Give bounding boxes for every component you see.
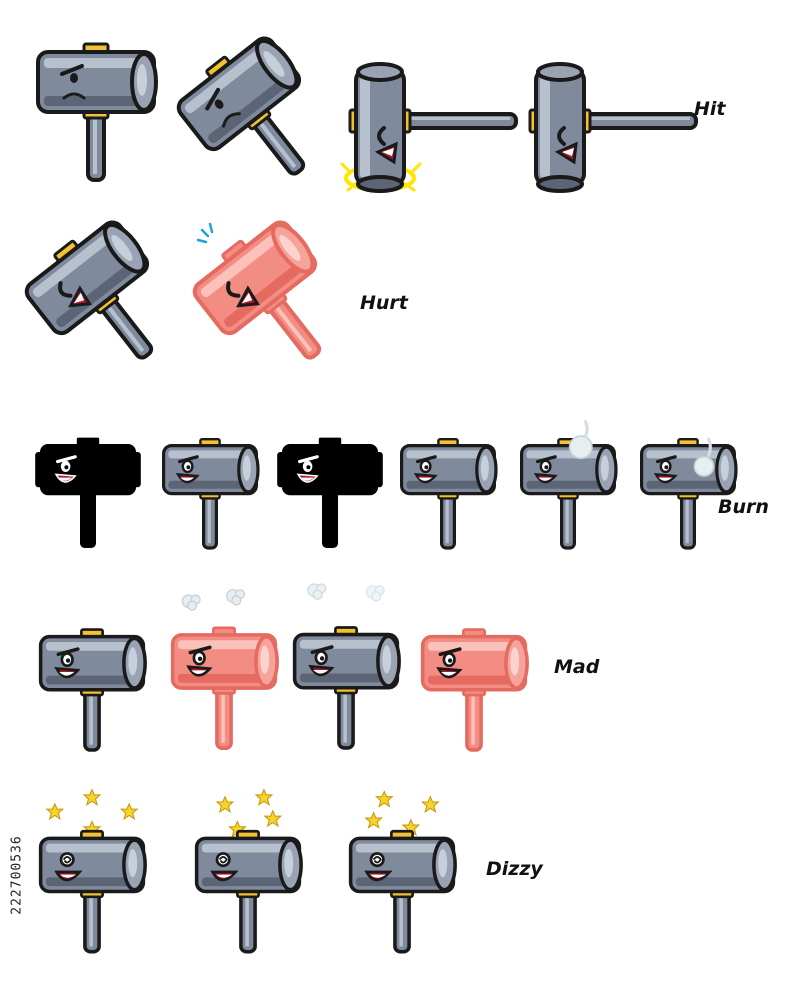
hammer-character-icon — [420, 627, 529, 752]
hit-frame-4 — [520, 60, 698, 200]
hammer-character-icon — [528, 62, 698, 193]
hammer-character-icon — [400, 437, 498, 550]
hammer-character-icon — [348, 790, 457, 954]
hammer-character-icon — [183, 208, 365, 393]
stock-id-text: 222700536 — [9, 835, 25, 915]
hurt-frame-2 — [183, 208, 365, 393]
dizzy-frame-1 — [30, 772, 154, 972]
hammer-character-icon — [167, 24, 349, 209]
hammer-character-icon — [38, 789, 147, 954]
burn-frame-5 — [512, 412, 624, 572]
mad-frame-4 — [412, 608, 536, 768]
dizzy-label: Dizzy — [486, 858, 543, 880]
burn-label: Burn — [718, 496, 769, 518]
hammer-character-icon — [277, 437, 383, 548]
mad-frame-3 — [284, 572, 408, 768]
dizzy-frame-3 — [340, 772, 464, 972]
hit-label: Hit — [694, 98, 726, 120]
hammer-character-icon — [38, 627, 147, 752]
hammer-character-icon — [15, 208, 197, 393]
burn-frame-4 — [392, 412, 504, 572]
hammer-character-icon — [194, 789, 303, 954]
hurt-frame-1 — [15, 208, 197, 393]
burn-frame-1 — [32, 412, 144, 572]
hammer-character-icon — [170, 589, 279, 751]
hammer-character-icon — [35, 437, 141, 548]
mad-label: Mad — [554, 656, 600, 678]
hit-frame-3 — [340, 60, 518, 200]
hit-frame-2 — [167, 24, 349, 209]
dizzy-frame-2 — [186, 772, 310, 972]
hammer-character-icon — [36, 42, 158, 182]
hammer-character-icon — [639, 437, 738, 550]
hammer-character-icon — [519, 420, 618, 550]
hurt-label: Hurt — [360, 292, 408, 314]
stock-id-watermark: 222700536 — [4, 760, 30, 990]
burn-frame-2 — [154, 412, 266, 572]
mad-frame-1 — [30, 608, 154, 768]
hammer-character-icon — [162, 437, 260, 550]
hit-frame-1 — [26, 30, 166, 190]
mad-frame-2 — [162, 578, 286, 768]
burn-frame-6 — [632, 412, 744, 572]
hammer-character-icon — [292, 583, 401, 750]
hammer-character-icon — [340, 62, 518, 193]
burn-frame-3 — [274, 412, 386, 572]
